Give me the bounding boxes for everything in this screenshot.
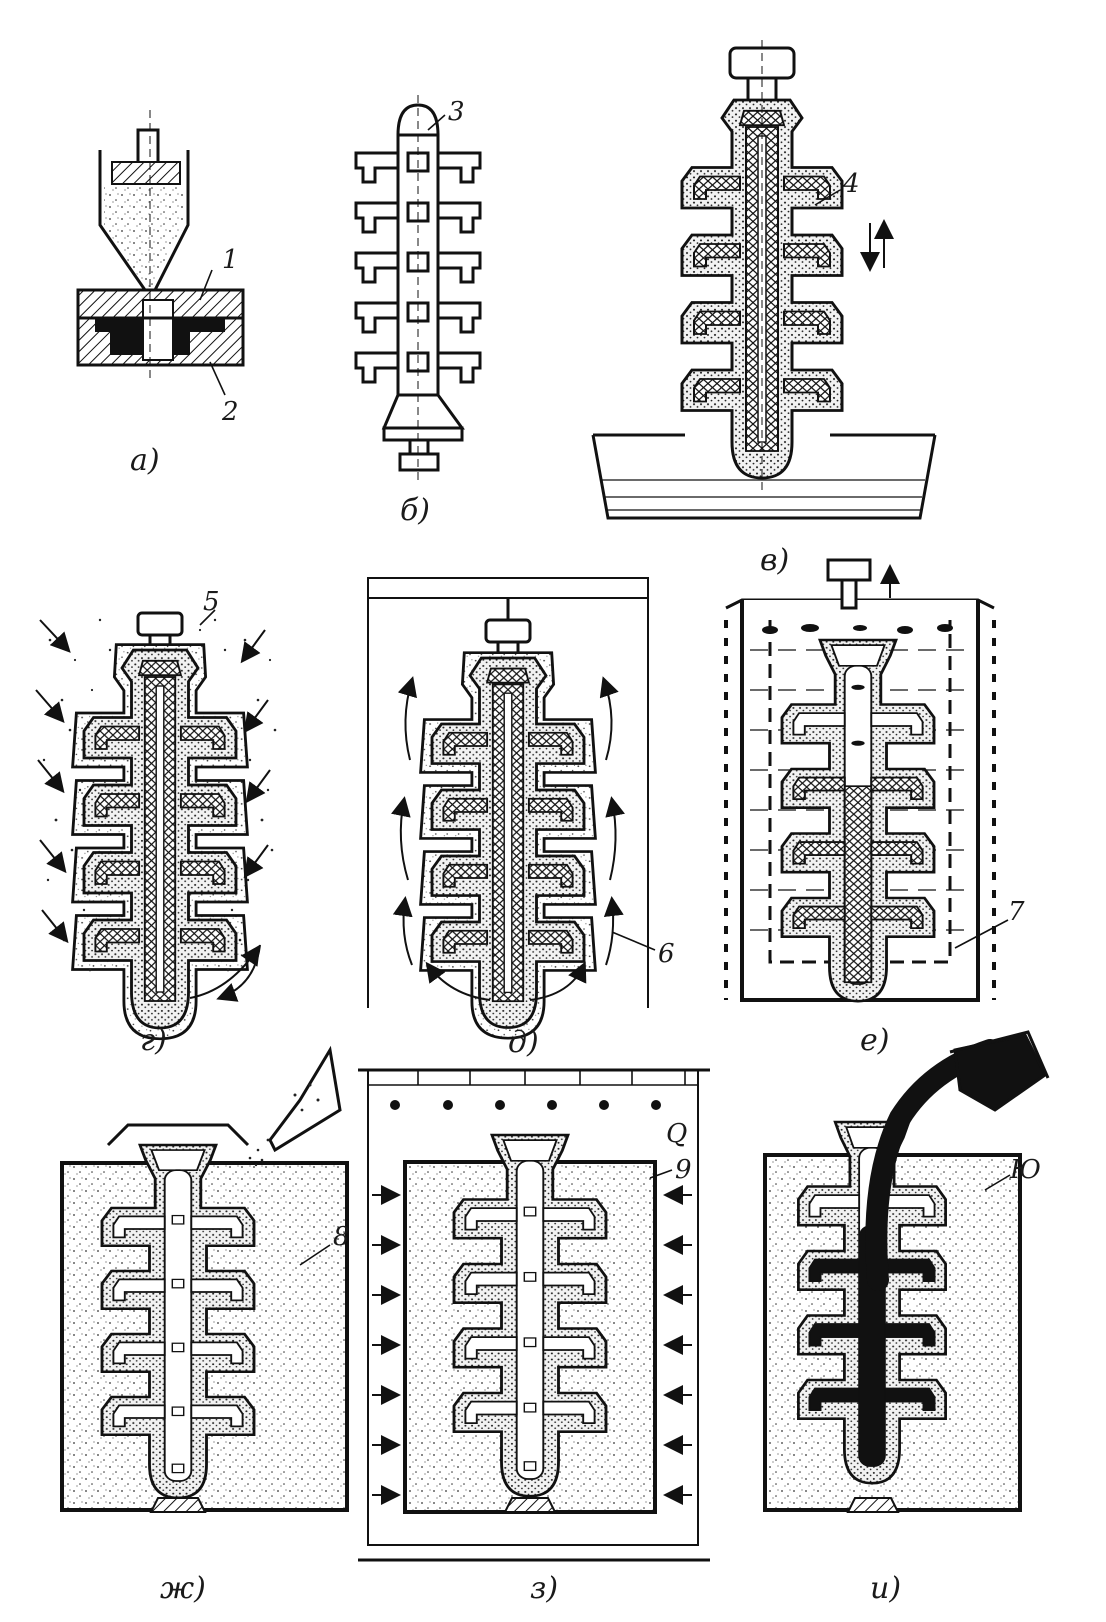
panel-zh: 8 ж) xyxy=(60,1045,350,1606)
callout-2: 2 xyxy=(221,397,239,427)
callout-7: 7 xyxy=(1008,897,1025,927)
callout-3: 3 xyxy=(448,97,465,127)
panel-i: Ю и) xyxy=(763,1030,1050,1606)
panel-label-a: а) xyxy=(130,443,160,478)
panel-label-g: г) xyxy=(140,1023,167,1058)
panel-label-i: и) xyxy=(870,1571,901,1606)
callout-10: Ю xyxy=(1009,1155,1041,1185)
callout-8: 8 xyxy=(333,1222,350,1252)
panel-label-z: з) xyxy=(530,1571,558,1606)
piston xyxy=(111,161,181,185)
panel-label-d: д) xyxy=(508,1025,539,1060)
panel-e: 7 е) xyxy=(724,558,1025,1058)
slurry-bath xyxy=(591,434,937,520)
sand-stream xyxy=(42,618,277,972)
callout-6: 6 xyxy=(658,939,675,969)
panel-label-zh: ж) xyxy=(160,1571,206,1606)
panel-b: 3 б) xyxy=(354,95,482,528)
panel-g: 5 г) xyxy=(35,587,277,1058)
callout-4: 4 xyxy=(842,169,860,199)
furnace-9 xyxy=(367,1070,699,1546)
metal-stream xyxy=(865,1039,1001,1291)
ladle xyxy=(953,1033,1047,1112)
drying-chamber xyxy=(367,577,649,1008)
callout-9: 9 xyxy=(675,1155,692,1185)
panel-a: 1 2 а) xyxy=(76,110,245,478)
panel-z: Q 9 з) xyxy=(358,1068,710,1606)
callout-Q: Q xyxy=(666,1119,687,1149)
callout-1: 1 xyxy=(222,245,239,275)
panel-d: 6 д) xyxy=(367,577,675,1060)
cover-funnel xyxy=(106,1123,250,1147)
callout-5: 5 xyxy=(203,587,220,617)
panel-label-b: б) xyxy=(400,493,430,528)
sand-scoop xyxy=(268,1045,342,1153)
panel-label-e: е) xyxy=(860,1023,889,1058)
panel-label-v: в) xyxy=(760,543,789,578)
panel-v: 4 в) xyxy=(591,40,937,578)
